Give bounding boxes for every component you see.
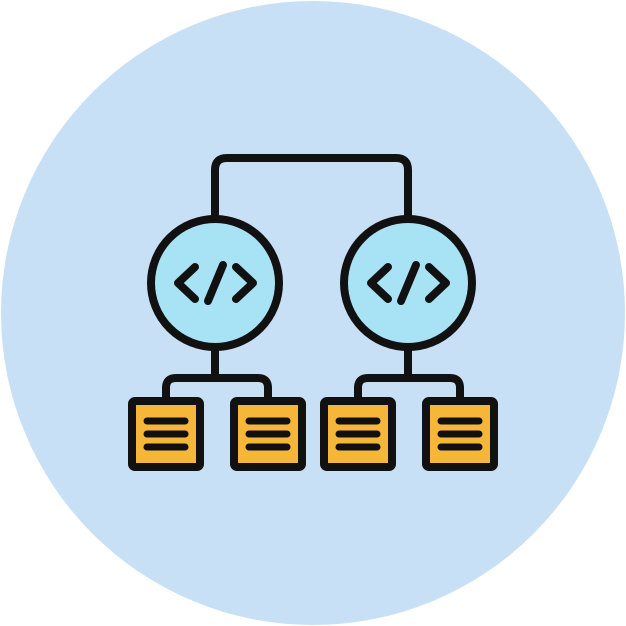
code-tag-icon bbox=[367, 261, 450, 305]
document-node-2 bbox=[230, 397, 306, 471]
document-lines-icon bbox=[335, 417, 381, 451]
top-connector-line bbox=[211, 154, 412, 222]
document-node-4 bbox=[422, 397, 498, 471]
document-lines-icon bbox=[143, 417, 189, 451]
document-lines-icon bbox=[437, 417, 483, 451]
code-node-right bbox=[340, 215, 476, 351]
left-branch-connector bbox=[162, 346, 272, 404]
code-node-left bbox=[147, 215, 283, 351]
document-node-1 bbox=[128, 397, 204, 471]
document-lines-icon bbox=[245, 417, 291, 451]
code-tag-icon bbox=[174, 261, 257, 305]
document-node-3 bbox=[320, 397, 396, 471]
right-branch-connector bbox=[354, 346, 464, 404]
